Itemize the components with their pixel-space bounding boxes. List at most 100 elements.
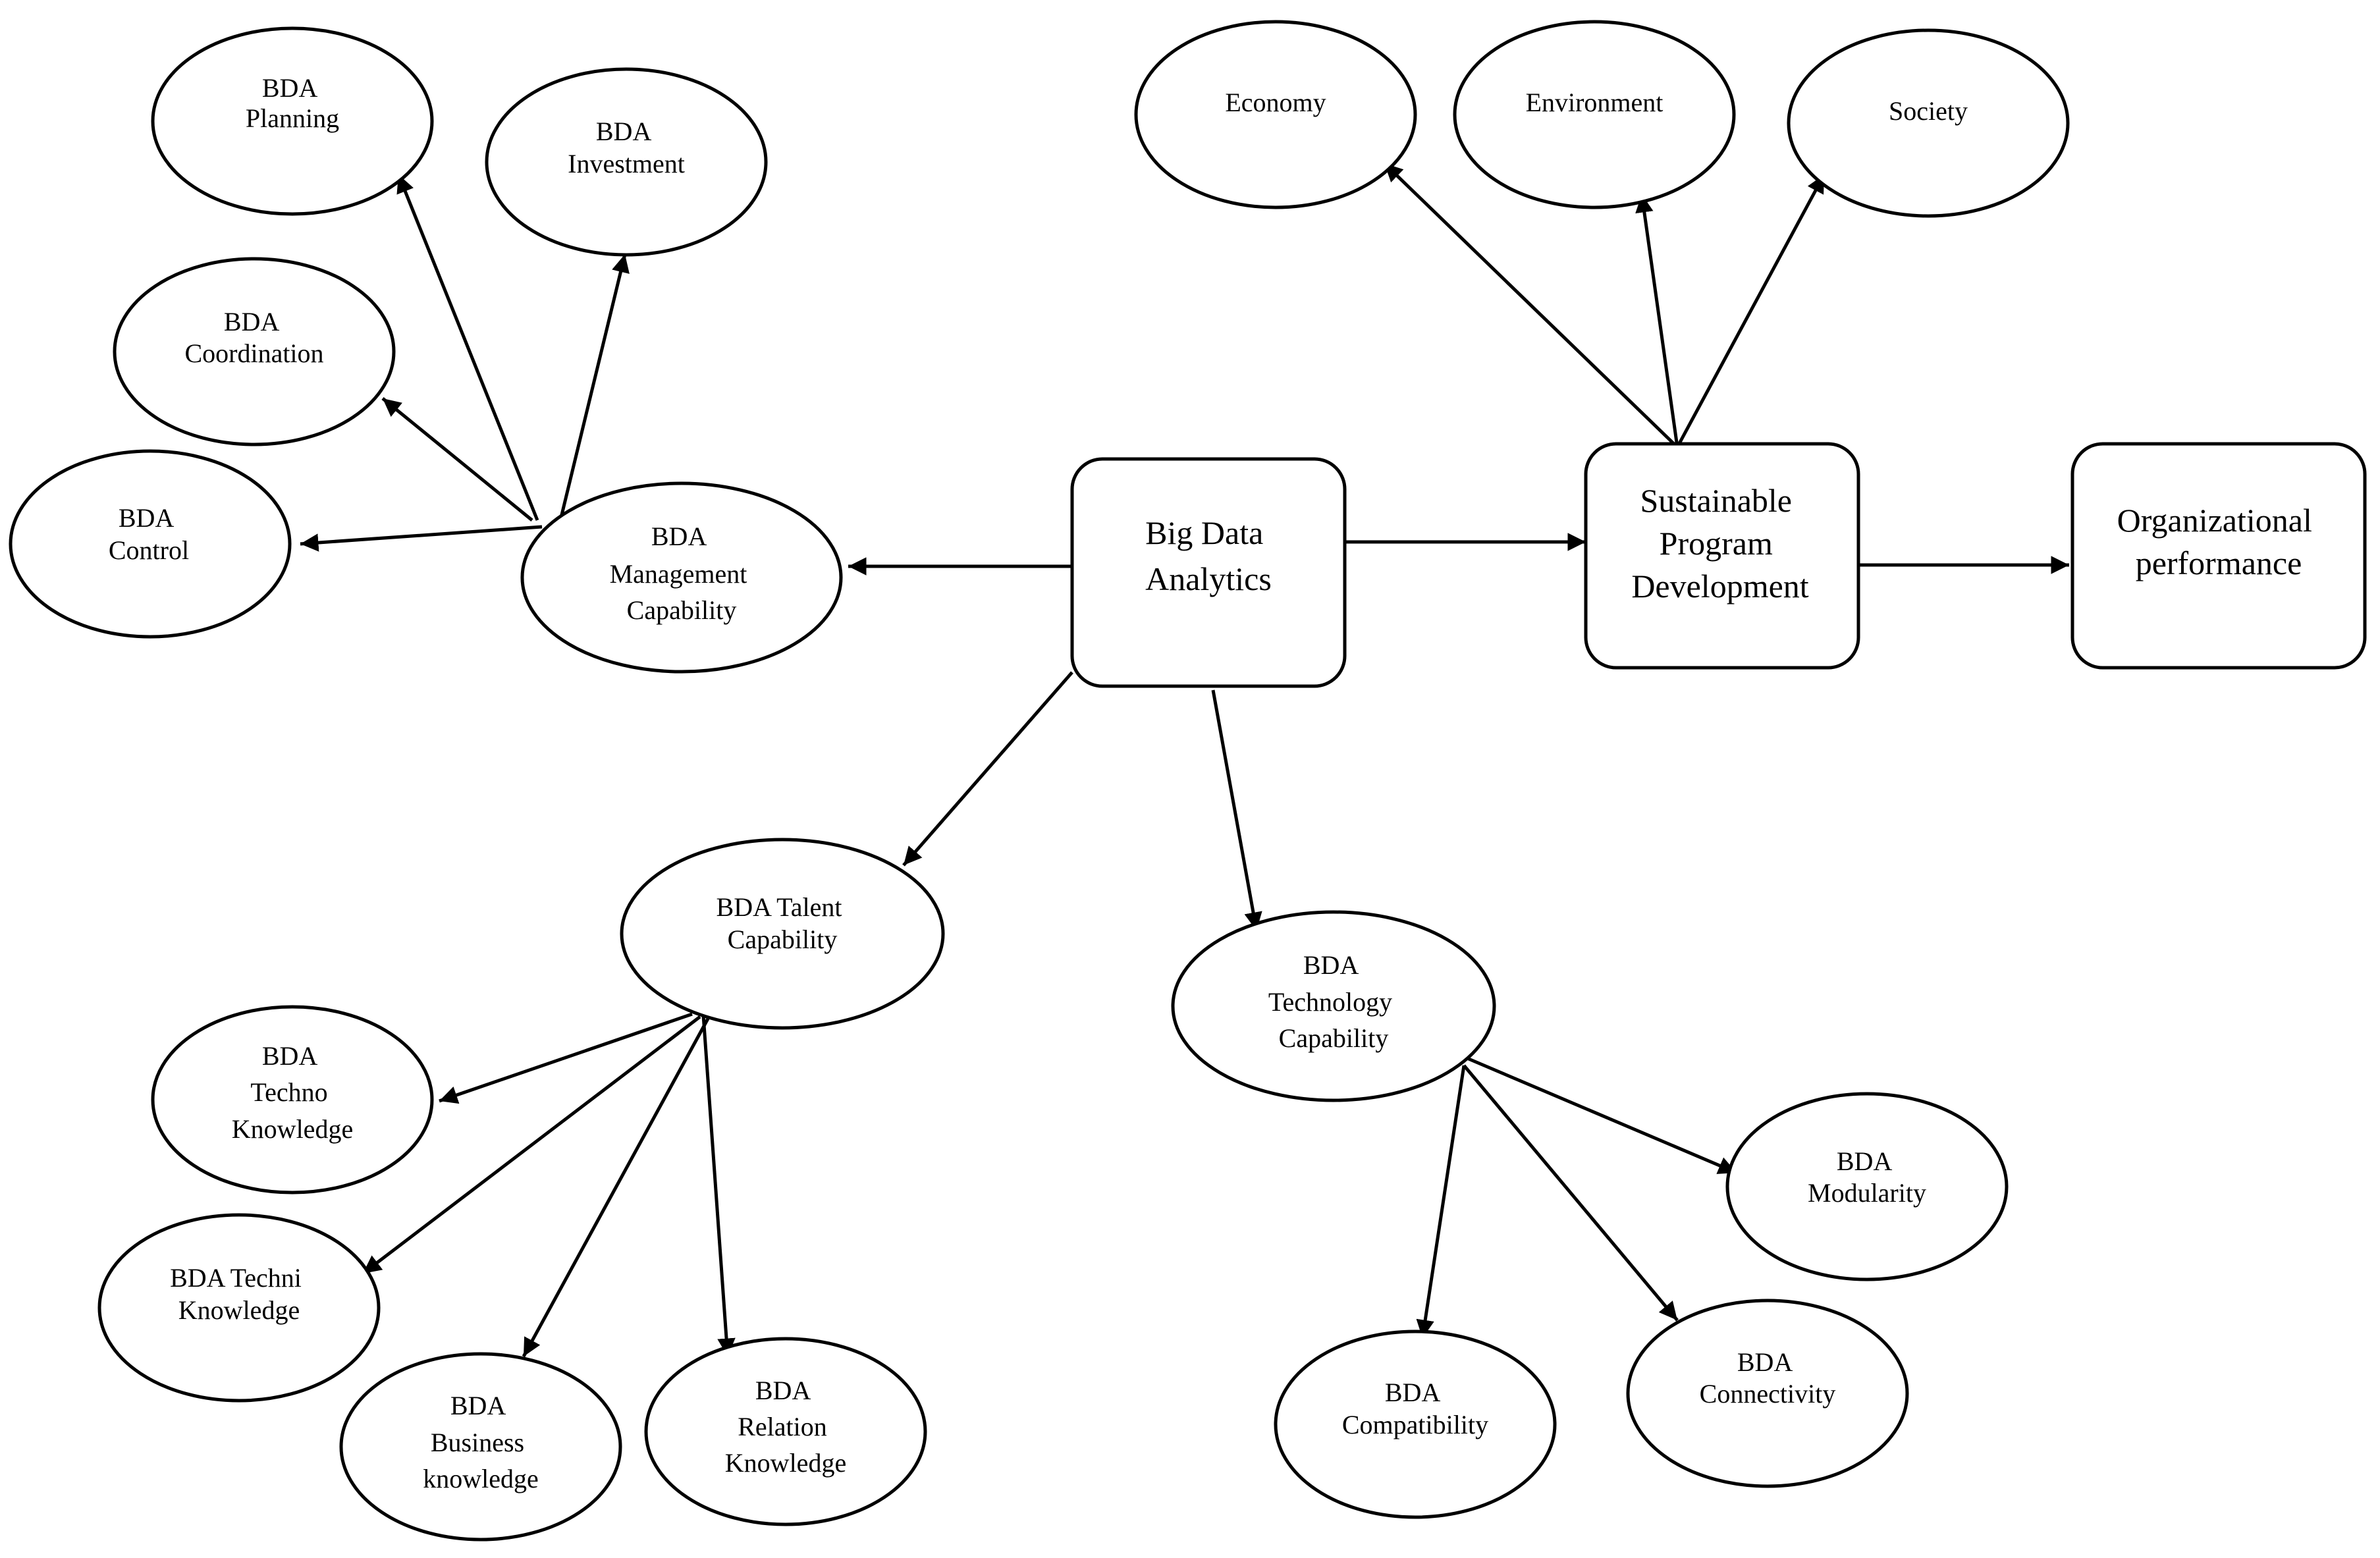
svg-text:BDA Planning: BDA Planning xyxy=(246,73,339,133)
node-label-line: Technology xyxy=(1268,987,1392,1017)
node-label-line: BDA xyxy=(262,1041,318,1071)
edge-sustainable-to-society xyxy=(1675,173,1826,448)
edge-talent-to-techno-knowledge xyxy=(439,1012,693,1104)
node-label-line: BDA xyxy=(224,307,280,336)
edge-sustainable-to-environment xyxy=(1635,194,1679,448)
edge-bda-to-technology xyxy=(1211,689,1262,931)
node-economy: Economy xyxy=(1134,20,1417,209)
node-sustainable-program-development: Sustainable Program Development xyxy=(1584,442,1860,670)
node-label-line: Capability xyxy=(728,925,838,954)
node-label-line: Environment xyxy=(1526,88,1663,117)
node-label-line: BDA xyxy=(596,117,652,146)
svg-text:BDA Coordination: BDA Coordination xyxy=(184,307,323,368)
node-label-line: performance xyxy=(2136,545,2302,581)
node-bda-techno-knowledge: BDA Techno Knowledge xyxy=(151,1005,434,1195)
svg-text:BDA Relation K: BDA Relation Knowledge xyxy=(725,1376,846,1478)
node-label-line: Relation xyxy=(738,1412,827,1441)
node-label-line: BDA xyxy=(1385,1378,1441,1407)
svg-text:BDA Connectivity: BDA Connectivity xyxy=(1700,1347,1836,1409)
svg-text:BDA Investment: BDA Investment xyxy=(568,117,685,178)
node-label-line: Control xyxy=(109,535,189,565)
svg-text:BDA Modularity: BDA Modularity xyxy=(1808,1146,1926,1208)
node-bda-coordination: BDA Coordination xyxy=(113,257,396,446)
node-label-line: BDA xyxy=(651,522,707,551)
node-label-line: Analytics xyxy=(1145,560,1272,597)
node-label-line: Knowledge xyxy=(178,1295,300,1325)
node-label-line: Organizational xyxy=(2117,502,2312,539)
svg-text:BDA Technology: BDA Technology Capability xyxy=(1268,950,1399,1053)
node-bda-compatibility: BDA Compatibility xyxy=(1274,1330,1557,1519)
svg-text:BDA Compatibility: BDA Compatibility xyxy=(1342,1378,1488,1439)
svg-text:Big Data Analytics: Big Data Analytics xyxy=(1145,514,1272,597)
edge-bda-to-talent xyxy=(902,671,1073,867)
svg-text:BDA Techno Kno: BDA Techno Knowledge xyxy=(232,1041,353,1144)
node-label-line: Investment xyxy=(568,149,685,178)
svg-text:BDA Talent Capability: BDA Talent Capability xyxy=(717,892,849,954)
node-bda-business-knowledge: BDA Business knowledge xyxy=(339,1352,622,1542)
node-label-line: BDA xyxy=(1737,1347,1793,1377)
node-label-line: Knowledge xyxy=(725,1448,846,1478)
svg-text:Environment: Environment xyxy=(1526,88,1663,117)
node-label-line: BDA Talent xyxy=(717,892,842,922)
svg-text:BDA Techni Knowledge: BDA Techni Knowledge xyxy=(170,1263,308,1325)
edge-management-to-coordination xyxy=(381,397,533,522)
node-label-line: Program xyxy=(1660,525,1773,562)
edge-talent-to-relation-knowledge xyxy=(701,1015,736,1357)
edge-technology-to-modularity xyxy=(1463,1055,1737,1175)
node-bda-talent-capability: BDA Talent Capability xyxy=(620,838,945,1030)
node-label-line: BDA xyxy=(755,1376,811,1405)
node-label-line: Business xyxy=(431,1428,524,1457)
node-label-line: Big Data xyxy=(1145,514,1263,551)
svg-text:Organizational perform: Organizational performance xyxy=(2117,502,2321,581)
node-label-line: BDA xyxy=(1303,950,1359,980)
edge-sustainable-to-economy xyxy=(1383,162,1679,448)
node-label-line: knowledge xyxy=(423,1464,539,1493)
node-label-line: BDA xyxy=(1837,1146,1893,1176)
node-label-line: Planning xyxy=(246,103,339,133)
node-bda-connectivity: BDA Connectivity xyxy=(1626,1299,1909,1488)
node-bda-planning: BDA Planning xyxy=(151,26,434,216)
node-label-line: Knowledge xyxy=(232,1114,353,1144)
svg-text:Society: Society xyxy=(1889,96,1968,126)
node-label-line: BDA Techni xyxy=(170,1263,302,1293)
edge-management-to-control xyxy=(300,525,543,552)
node-bda-management-capability: BDA Management Capability xyxy=(520,481,843,674)
node-label-line: Economy xyxy=(1225,88,1326,117)
node-bda-control: BDA Control xyxy=(9,449,292,639)
node-label-line: BDA xyxy=(119,503,175,533)
node-label-line: Society xyxy=(1889,96,1968,126)
edges xyxy=(300,162,2069,1358)
node-big-data-analytics: Big Data Analytics xyxy=(1070,457,1347,688)
svg-text:Sustainable Program: Sustainable Program Development xyxy=(1631,482,1808,604)
node-organizational-performance: Organizational performance xyxy=(2070,442,2367,670)
node-bda-modularity: BDA Modularity xyxy=(1725,1092,2009,1281)
svg-text:Economy: Economy xyxy=(1225,88,1326,117)
node-label-line: Management xyxy=(610,559,747,589)
node-label-line: Connectivity xyxy=(1700,1379,1836,1409)
node-label-line: Modularity xyxy=(1808,1178,1926,1208)
edge-technology-to-connectivity xyxy=(1463,1064,1679,1322)
node-label-line: Development xyxy=(1631,568,1808,604)
node-bda-techni-knowledge: BDA Techni Knowledge xyxy=(97,1213,381,1403)
edge-talent-to-business-knowledge xyxy=(522,1017,710,1358)
node-label-line: Coordination xyxy=(184,338,323,368)
svg-text:BDA Control: BDA Control xyxy=(109,503,189,565)
node-society: Society xyxy=(1787,28,2070,218)
node-bda-investment: BDA Investment xyxy=(485,67,768,257)
node-bda-technology-capability: BDA Technology Capability xyxy=(1171,910,1496,1102)
svg-text:BDA Business k: BDA Business knowledge xyxy=(423,1391,539,1493)
node-label-line: Compatibility xyxy=(1342,1410,1488,1439)
node-label-line: Capability xyxy=(627,595,737,625)
node-environment: Environment xyxy=(1453,20,1736,209)
node-label-line: Capability xyxy=(1279,1023,1389,1053)
nodes: BDA Planning BDA Investment BDA Coordina… xyxy=(9,20,2367,1542)
node-label-line: BDA xyxy=(262,73,318,103)
edge-management-to-investment xyxy=(558,254,630,521)
edge-talent-to-techni-knowledge xyxy=(362,1015,701,1275)
node-label-line: BDA xyxy=(450,1391,506,1420)
node-label-line: Techno xyxy=(250,1077,327,1107)
edge-management-to-planning xyxy=(396,174,539,521)
node-bda-relation-knowledge: BDA Relation Knowledge xyxy=(644,1337,927,1526)
node-label-line: Sustainable xyxy=(1640,482,1792,519)
